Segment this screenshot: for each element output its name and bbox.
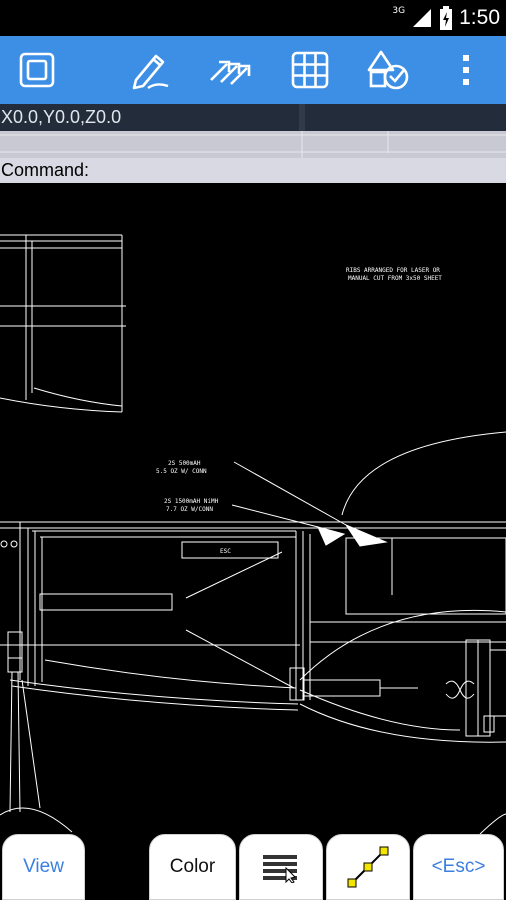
coordinate-readout-bar: X0.0,Y0.0,Z0.0 [0,104,506,131]
coordinate-readout: X0.0,Y0.0,Z0.0 [1,107,122,127]
cad-note-line-1: RIBS ARRANGED FOR LASER OR [346,267,440,274]
clock: 1:50 [459,6,500,29]
cad-drawing: RIBS ARRANGED FOR LASER OR MANUAL CUT FR… [0,234,506,835]
battery-icon [440,6,453,30]
command-history-area [0,131,506,158]
select-window-button[interactable] [11,44,63,96]
move-button[interactable] [205,44,257,96]
status-bar: 3G 1:50 [0,0,506,36]
grid-icon [291,51,329,89]
polyline-icon [347,846,389,888]
cad-label-2-line-2: 7.7 OZ W/CONN [166,506,213,513]
layers-button[interactable] [239,834,323,900]
pencil-draw-icon [132,54,169,90]
shapes-button[interactable] [363,44,415,96]
color-button[interactable]: Color [149,834,236,900]
status-icons: 3G 1:50 [392,3,500,33]
cad-note-line-2: MANUAL CUT FROM 3x50 SHEET [348,275,442,282]
esc-component-outline [181,541,279,559]
command-line[interactable]: Command: [0,158,506,183]
cad-label-2-line-1: 2S 1500mAH NiMH [164,498,219,505]
cad-label-1-line-2: 5.5 OZ W/ CONN [156,468,207,475]
overflow-menu-button[interactable] [440,44,492,96]
esc-button-label: <Esc> [431,856,486,877]
shapes-icon [367,50,409,90]
history-background-lines [0,131,506,158]
draw-button[interactable] [124,44,176,96]
layers-icon [263,855,297,883]
polyline-button[interactable] [326,834,410,900]
signal-icon [413,9,432,27]
select-window-icon [19,52,55,88]
network-type-label: 3G [392,6,406,16]
command-prompt-label: Command: [1,160,90,180]
cad-label-esc: ESC [220,548,231,555]
view-button-label: View [23,856,64,877]
coordinate-bar-divider [299,104,305,131]
color-button-label: Color [169,856,216,877]
esc-button[interactable]: <Esc> [413,834,504,900]
drawing-canvas[interactable]: RIBS ARRANGED FOR LASER OR MANUAL CUT FR… [0,183,506,900]
move-arrows-icon [210,60,251,85]
grid-button[interactable] [284,44,336,96]
overflow-menu-icon [463,55,469,85]
toolbar [0,36,506,104]
view-button[interactable]: View [2,834,85,900]
cad-label-1-line-1: 2S 500mAH [168,460,201,467]
